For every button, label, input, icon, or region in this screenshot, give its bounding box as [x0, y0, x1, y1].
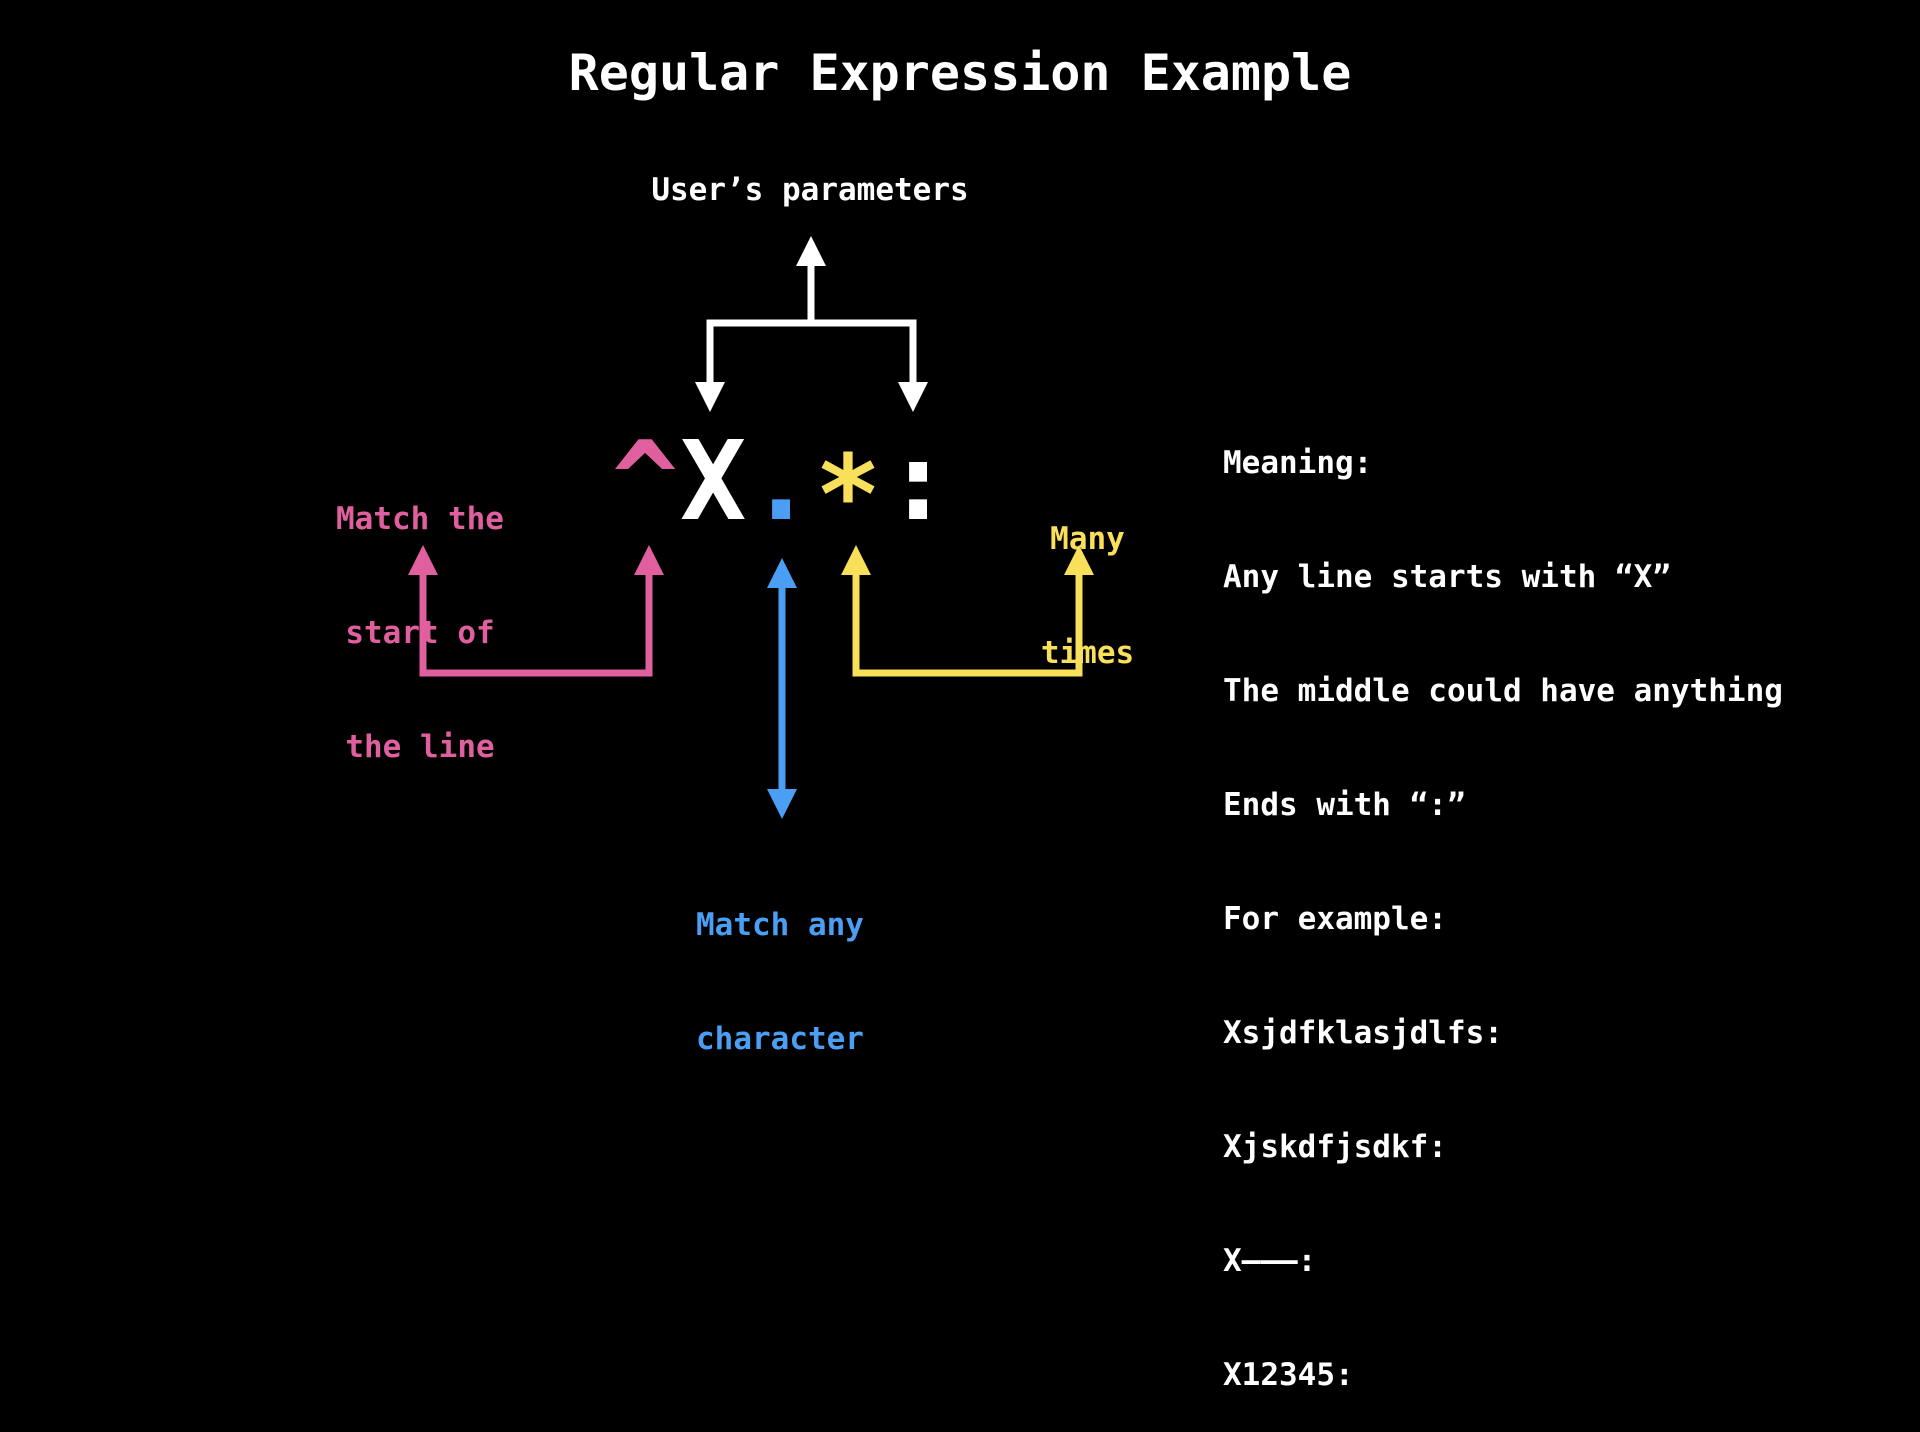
meaning-line: For example: — [1223, 901, 1447, 937]
match-any-line-1: Match any — [696, 907, 864, 943]
meaning-line: Meaning: — [1223, 445, 1373, 481]
meaning-line: X———: — [1223, 1243, 1317, 1279]
users-parameters-label: User’s parameters — [651, 172, 969, 208]
meaning-line: Xjskdfjsdkf: — [1223, 1129, 1447, 1165]
many-times-arrow — [841, 545, 1094, 677]
match-start-arrow — [408, 545, 664, 677]
regex-star: * — [815, 431, 882, 559]
meaning-line: Ends with “:” — [1223, 787, 1466, 823]
match-any-arrow — [767, 558, 797, 819]
match-start-line-3: the line — [345, 729, 495, 765]
meaning-line: Xsjdfklasjdlfs: — [1223, 1015, 1503, 1051]
regex-caret: ^ — [612, 417, 679, 545]
arrow-diagram — [408, 236, 1094, 819]
users-parameters-arrow — [695, 236, 928, 412]
meaning-line: The middle could have anything — [1223, 673, 1783, 709]
meaning-line: Any line starts with “X” — [1223, 559, 1671, 595]
regex-x: X — [680, 417, 747, 545]
regex-colon: : — [885, 417, 952, 545]
many-times-label: Many times — [1010, 444, 1165, 710]
meaning-line: X12345: — [1223, 1357, 1354, 1393]
page-title: Regular Expression Example — [568, 44, 1352, 102]
regex-dot: . — [748, 417, 815, 545]
match-any-line-2: character — [696, 1021, 864, 1057]
match-any-label: Match any character — [660, 830, 900, 1096]
many-times-line-1: Many — [1050, 521, 1125, 557]
match-start-line-1: Match the — [336, 501, 504, 537]
many-times-line-2: times — [1040, 635, 1135, 671]
